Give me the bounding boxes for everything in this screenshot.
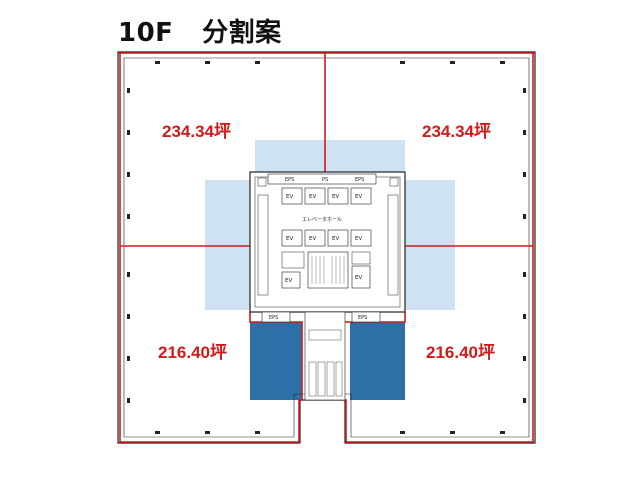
columns (127, 61, 526, 434)
elevator-label: EV (355, 275, 362, 281)
elevator-shaft (304, 187, 326, 205)
page-title: 10F 分割案 (118, 12, 282, 49)
elevator-label: EV (355, 194, 362, 200)
elevator-hall-label: エレベータホール (302, 216, 342, 223)
elevator-label: EV (286, 194, 293, 200)
building-core: EPS PS EPS EV EV EV EV エレベータホール EV EV EV… (249, 171, 406, 313)
area-label-south-east: 216.40坪 (426, 343, 495, 362)
elevator-shaft (351, 265, 371, 289)
elevator-shaft (281, 229, 303, 247)
south-corridor: EPS EPS (261, 311, 381, 401)
eps-label-top: EPS (285, 177, 294, 183)
elevator-shaft (281, 187, 303, 205)
stairwell (307, 251, 349, 289)
elevator-label: EV (332, 236, 339, 242)
elevator-shaft (281, 271, 301, 289)
eps-label-top-right: EPS (355, 177, 364, 183)
elevator-shaft (350, 229, 372, 247)
area-label-north-east: 234.34坪 (422, 122, 491, 141)
eps-label-south-west: EPS (269, 315, 278, 321)
elevator-label: EV (286, 236, 293, 242)
zone-south-east (350, 322, 405, 400)
area-label-south-west: 216.40坪 (158, 343, 227, 362)
zone-south-west (250, 322, 302, 400)
area-label-north-west: 234.34坪 (162, 122, 231, 141)
elevator-label: EV (285, 278, 292, 284)
elevator-shaft (327, 229, 349, 247)
elevator-label: EV (355, 236, 362, 242)
elevator-shaft (327, 187, 349, 205)
ps-label-top: PS (322, 177, 328, 183)
eps-label-south-east: EPS (358, 315, 367, 321)
elevator-shaft (304, 229, 326, 247)
south-zones (250, 322, 405, 400)
floor-number: 10F (118, 18, 174, 48)
elevator-label: EV (309, 236, 316, 242)
elevator-label: EV (332, 194, 339, 200)
plan-name: 分割案 (202, 18, 282, 48)
elevator-shaft (350, 187, 372, 205)
elevator-label: EV (309, 194, 316, 200)
